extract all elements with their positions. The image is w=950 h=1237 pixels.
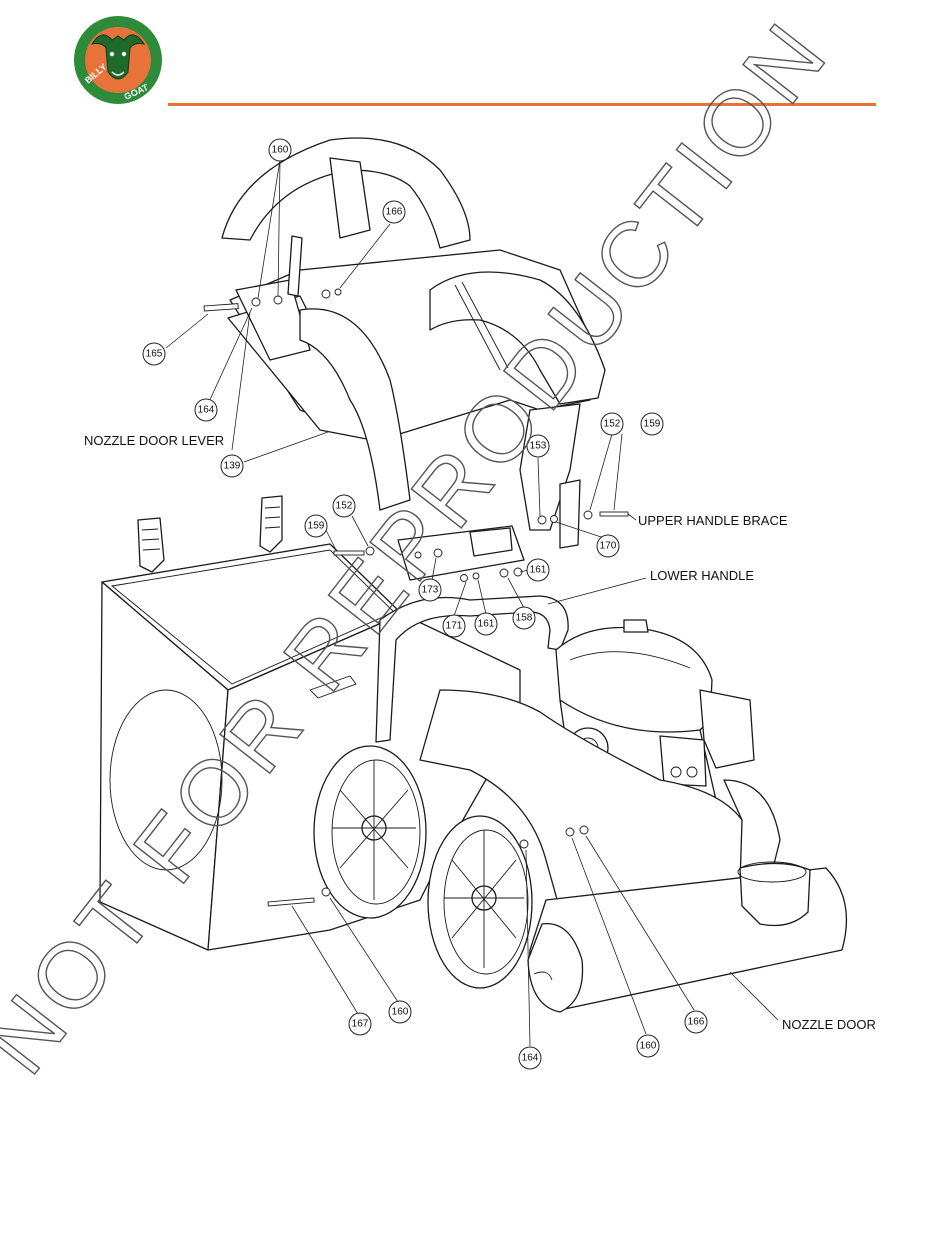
svg-text:164: 164 <box>522 1053 539 1064</box>
callout-161-right: 161 <box>527 559 549 581</box>
label-upper-handle-brace: UPPER HANDLE BRACE <box>638 513 788 528</box>
callout-165: 165 <box>143 343 165 365</box>
svg-text:158: 158 <box>516 613 533 624</box>
svg-text:152: 152 <box>336 501 353 512</box>
callout-160-right: 160 <box>637 1035 659 1057</box>
callout-161-mid: 161 <box>475 613 497 635</box>
rear-wheel <box>314 746 426 918</box>
svg-text:159: 159 <box>644 419 661 430</box>
svg-text:139: 139 <box>224 461 241 472</box>
svg-text:161: 161 <box>530 565 547 576</box>
svg-text:166: 166 <box>386 207 403 218</box>
label-nozzle-door: NOZZLE DOOR <box>782 1017 876 1032</box>
label-nozzle-door-lever: NOZZLE DOOR LEVER <box>84 433 224 448</box>
callout-139: 139 <box>221 455 243 477</box>
svg-text:164: 164 <box>198 405 215 416</box>
label-lower-handle: LOWER HANDLE <box>650 568 754 583</box>
svg-text:171: 171 <box>446 621 463 632</box>
callout-159-left: 159 <box>305 515 327 537</box>
svg-text:160: 160 <box>640 1041 657 1052</box>
callout-160-bottom: 160 <box>389 1001 411 1023</box>
callout-170: 170 <box>597 535 619 557</box>
callout-152-right: 152 <box>601 413 623 435</box>
svg-text:159: 159 <box>308 521 325 532</box>
callout-166-top: 166 <box>383 201 405 223</box>
callout-164-bottom: 164 <box>519 1047 541 1069</box>
svg-text:166: 166 <box>688 1017 705 1028</box>
svg-text:165: 165 <box>146 349 163 360</box>
svg-text:167: 167 <box>352 1019 369 1030</box>
callout-152-left: 152 <box>333 495 355 517</box>
callout-159-right: 159 <box>641 413 663 435</box>
svg-text:170: 170 <box>600 541 617 552</box>
svg-text:161: 161 <box>478 619 495 630</box>
callout-166-bottom: 166 <box>685 1011 707 1033</box>
callout-171: 171 <box>443 615 465 637</box>
svg-text:152: 152 <box>604 419 621 430</box>
front-wheel <box>428 816 532 988</box>
callout-164-top: 164 <box>195 399 217 421</box>
svg-text:160: 160 <box>392 1007 409 1018</box>
svg-text:160: 160 <box>272 145 289 156</box>
callout-158: 158 <box>513 607 535 629</box>
callout-167: 167 <box>349 1013 371 1035</box>
callout-160-top: 160 <box>269 139 291 161</box>
